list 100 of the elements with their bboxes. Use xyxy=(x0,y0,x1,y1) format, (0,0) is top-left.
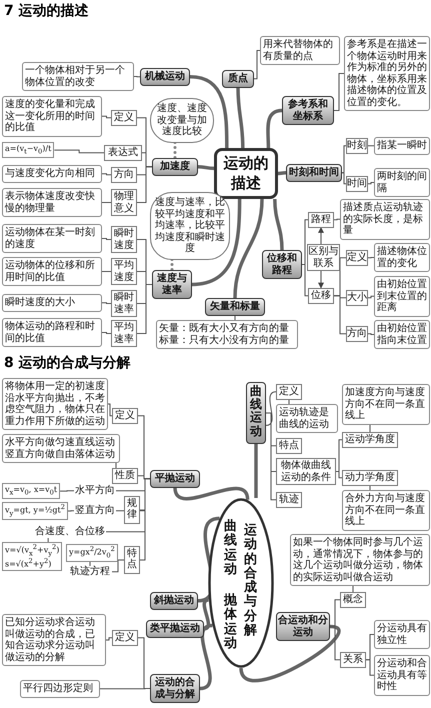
note-card: 运动物体的位移和所用时间的比值 xyxy=(2,257,102,286)
connector-line xyxy=(254,50,260,80)
branch-topic: 类平抛运动 xyxy=(146,620,204,638)
connector-line xyxy=(102,116,112,118)
sub-topic: 方向 xyxy=(111,167,137,182)
branch-text: 水平方向 xyxy=(74,485,116,496)
note-card xyxy=(2,434,120,463)
note-card: 指某一瞬时 xyxy=(374,137,430,154)
connector-line xyxy=(112,560,124,572)
connector-line xyxy=(342,172,346,184)
bubble-trail xyxy=(174,141,176,160)
sub-topic: 瞬时速率 xyxy=(111,290,137,317)
sub-topic: 定义 xyxy=(111,110,137,126)
sub-topic: 方向 xyxy=(346,326,368,342)
connector-line xyxy=(368,182,374,184)
arrow xyxy=(318,270,324,289)
connector-line xyxy=(67,510,74,512)
connector-line xyxy=(136,284,152,334)
note-card: 描述质点运动轨迹的实际长度，是标量 xyxy=(340,199,430,240)
sub-topic: 表达式 xyxy=(104,145,142,160)
sub-topic: 轨迹 xyxy=(276,492,302,508)
sub-topic: 物理意义 xyxy=(111,189,137,216)
connector-line xyxy=(266,412,276,500)
note-card: 参考系是在描述一个物体运动时用来作为标准的另外的物体，坐标系用来描述物体的位置及位置的变化。 xyxy=(344,36,430,111)
sub-topic: 定义 xyxy=(112,630,138,646)
branch-curve xyxy=(273,198,284,250)
branch-curve xyxy=(200,624,213,690)
sub-topic: 区别与联系 xyxy=(307,244,340,271)
sub-topic: 位移 xyxy=(308,288,334,304)
sub-topic: 特点 xyxy=(124,546,140,574)
thought-bubble: 速度与速率，比较平均速度和平均速率，比较平均速度和瞬时速度 xyxy=(150,192,230,260)
formula-card: a=(v$_{t}$−v$_{0}$)/t xyxy=(2,142,54,158)
branch-topic: 矢量和标量 xyxy=(205,298,265,316)
sub-topic: 大小 xyxy=(346,290,368,306)
bubble-trail xyxy=(170,258,174,272)
branch-text: 竖直方向 xyxy=(74,505,116,516)
sub-topic: 时间 xyxy=(346,176,368,192)
branch-topic: 平抛运动 xyxy=(150,470,200,488)
branch-topic: 时刻和时间 xyxy=(286,164,342,182)
connector-line xyxy=(336,439,342,472)
sub-topic: 定义 xyxy=(276,384,302,400)
connector-line xyxy=(352,586,354,592)
sub-topic: 概念 xyxy=(340,592,366,608)
note-card: 将物体用一定的初速度沿水平方向抛出，不考虑空气阻力，物体只在重力作用下所做的运动 xyxy=(2,378,108,430)
note-card xyxy=(156,320,298,349)
branch-topic: 斜抛运动 xyxy=(150,592,198,610)
section-heading: 7 运动的描述 xyxy=(4,2,89,20)
connector-line xyxy=(136,166,152,203)
note-text: 水平方向做匀速直线运动 xyxy=(5,437,116,448)
branch-topic: 加速度 xyxy=(152,158,198,176)
topic-title: 抛体运动 xyxy=(224,594,237,652)
connector-line xyxy=(60,490,74,492)
note-card: 加速度方向与速度方向不在同一条直线上 xyxy=(342,384,430,424)
connector-line xyxy=(334,218,340,220)
note-card: 如果一个物体同时参与几个运动，通常情况下，物体参与的这几个运动叫做分运动，物体的实际运动叫做合运动 xyxy=(290,534,430,586)
branch-curve xyxy=(190,75,229,148)
branch-text: 合速度、合位移 xyxy=(34,526,106,538)
connector-line xyxy=(302,264,308,296)
arrow xyxy=(318,226,324,244)
note-card: 由初始位置指向末位置 xyxy=(374,320,430,349)
sub-topic: 定义 xyxy=(112,408,138,424)
branch-curve xyxy=(278,171,286,176)
thought-bubble: 速度、速度改变量与加速度比较 xyxy=(150,98,214,142)
sub-topic: 性质 xyxy=(112,468,138,484)
connector-line xyxy=(106,637,112,640)
sub-topic: 特点 xyxy=(276,438,302,454)
connector-line xyxy=(368,333,374,335)
sub-topic: 运动学角度 xyxy=(342,432,398,448)
connector-line xyxy=(368,145,374,146)
topic-title: 运动的合成与分解 xyxy=(244,524,257,638)
connector-line xyxy=(102,332,112,334)
note-card: 速度的变化量和完成这一变化所用的时间的比值 xyxy=(2,96,102,136)
connector-line xyxy=(334,73,344,111)
connector-line xyxy=(102,173,112,176)
formula-card: v$_{x}$=v$_{0}$, x=v$_{0}$t xyxy=(2,483,60,500)
connector-line xyxy=(366,659,374,676)
sub-topic: 物体做曲线运动的条件 xyxy=(276,458,336,485)
connector-line xyxy=(368,257,374,258)
formula-card xyxy=(2,542,62,571)
connector-line xyxy=(334,295,346,334)
connector-line xyxy=(100,688,150,690)
connector-line xyxy=(102,271,112,272)
branch-topic: 参考系和坐标系 xyxy=(282,96,334,125)
branch-curve xyxy=(233,198,264,298)
branch-topic: 运动的合成与分解 xyxy=(150,674,200,703)
sub-topic: 定义 xyxy=(346,250,368,266)
branch-curve xyxy=(254,444,258,498)
branch-topic: 曲线运动 xyxy=(246,382,266,444)
note-card: 物体运动的路程和时间的比值 xyxy=(2,318,102,347)
connector-line xyxy=(102,238,112,240)
sub-topic: 时刻 xyxy=(346,138,368,154)
branch-curve xyxy=(198,165,214,170)
connector-line xyxy=(102,202,112,203)
branch-curve xyxy=(202,598,210,630)
sub-topic: 平均速率 xyxy=(111,320,137,347)
branch-topic: 机械运动 xyxy=(140,68,190,86)
note-card: 两时刻的间隔 xyxy=(374,168,430,197)
branch-topic: 速度与速率 xyxy=(152,270,192,299)
sub-topic: 动力学角度 xyxy=(342,470,398,486)
note-card: 平行四边形定则 xyxy=(20,680,100,698)
